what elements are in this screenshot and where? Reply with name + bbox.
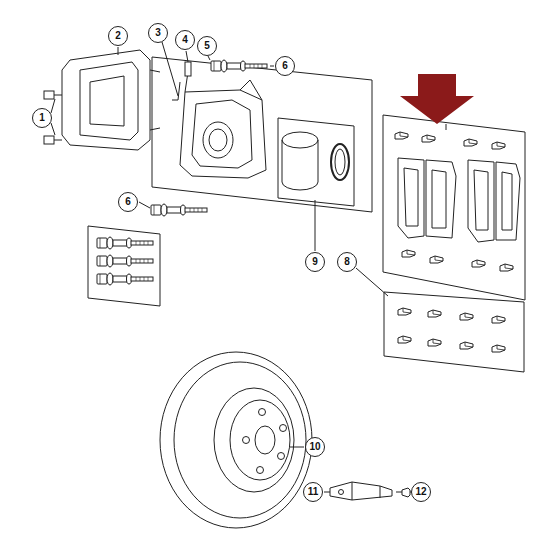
callout-circle: 6 <box>275 56 295 76</box>
callout-number: 6 <box>282 61 288 71</box>
callout-number: 2 <box>115 31 121 41</box>
callout-circle: 10 <box>305 437 325 457</box>
callout-circle: 6 <box>118 192 138 212</box>
piston-panel <box>278 118 354 206</box>
callout-number: 8 <box>344 257 350 267</box>
callout-circle: 9 <box>305 252 325 272</box>
callout-number: 1 <box>39 113 45 123</box>
callout-circle: 8 <box>337 252 357 272</box>
pointer-arrow <box>400 74 474 124</box>
callout-circle: 2 <box>108 26 128 46</box>
clip-panel <box>384 292 524 372</box>
caliper-panel <box>152 57 372 212</box>
callout-number: 9 <box>312 257 318 267</box>
callout-circle: 1 <box>32 108 52 128</box>
bolt-panel <box>88 226 160 306</box>
callout-number: 4 <box>182 35 188 45</box>
callout-number: 10 <box>309 442 320 452</box>
callout-number: 6 <box>125 197 131 207</box>
pad-panel <box>383 115 525 300</box>
callout-circle: 4 <box>175 30 195 50</box>
callout-number: 5 <box>204 41 210 51</box>
callout-number: 11 <box>308 487 319 497</box>
callout-circle: 12 <box>411 482 431 502</box>
callout-number: 3 <box>155 28 161 38</box>
callout-number: 12 <box>415 487 426 497</box>
callout-circle: 5 <box>197 36 217 56</box>
callout-circle: 3 <box>148 23 168 43</box>
callout-circle: 11 <box>303 482 323 502</box>
